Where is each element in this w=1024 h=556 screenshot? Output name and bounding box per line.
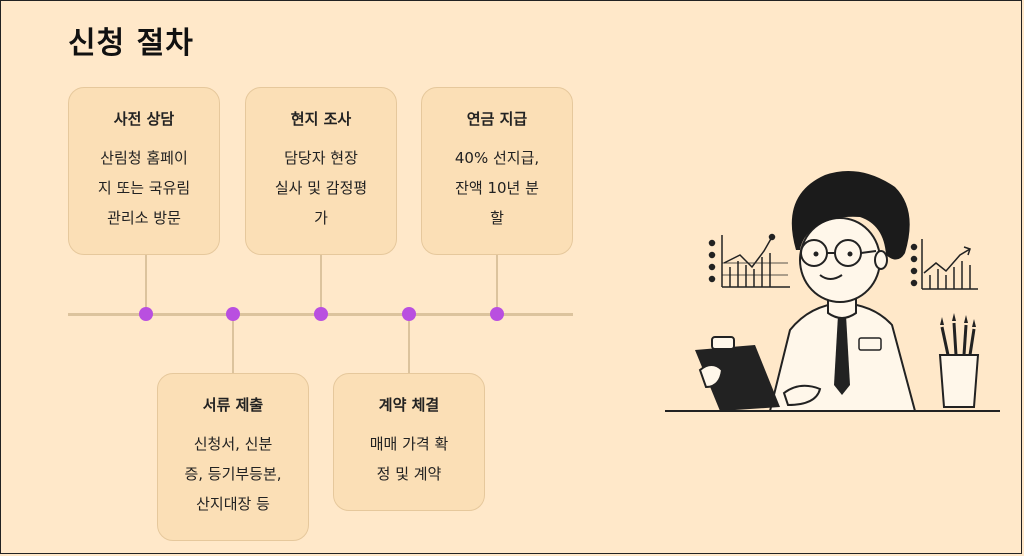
chart-icon-left — [708, 233, 790, 288]
chart-icon-right — [910, 239, 978, 290]
step-description-line: 산림청 홈페이 — [100, 149, 188, 167]
step-card-3: 현지 조사 담당자 현장 실사 및 감정평 가 — [245, 87, 397, 255]
timeline-dot-1 — [139, 307, 153, 321]
man-with-clipboard-illustration — [665, 171, 1000, 412]
step-card-4: 계약 체결 매매 가격 확 정 및 계약 — [333, 373, 485, 511]
step-title: 사전 상담 — [113, 110, 175, 128]
step-title: 계약 체결 — [378, 396, 440, 414]
step-description: 40% 선지급, 잔액 10년 분 할 — [432, 143, 562, 233]
step-description-line: 담당자 현장 — [284, 149, 358, 167]
step-description-line: 증, 등기부등본, — [184, 465, 282, 483]
timeline-dot-4 — [402, 307, 416, 321]
connector-3 — [320, 255, 322, 315]
timeline-dot-2 — [226, 307, 240, 321]
step-description-line: 산지대장 등 — [196, 495, 270, 513]
step-description-line: 40% 선지급, — [454, 149, 540, 167]
step-description: 산림청 홈페이 지 또는 국유림 관리소 방문 — [79, 143, 209, 233]
step-description-line: 실사 및 감정평 — [274, 179, 368, 197]
step-description-line: 정 및 계약 — [376, 465, 442, 483]
step-description-line: 지 또는 국유림 — [97, 179, 191, 197]
step-title: 연금 지급 — [466, 110, 528, 128]
timeline-dot-5 — [490, 307, 504, 321]
eye-left — [813, 251, 819, 257]
smile — [819, 274, 843, 280]
ear — [874, 250, 888, 270]
connector-2 — [232, 315, 234, 373]
connector-1 — [145, 255, 147, 315]
step-description-line: 매매 가격 확 — [369, 435, 449, 453]
step-description: 매매 가격 확 정 및 계약 — [344, 429, 474, 489]
step-title: 서류 제출 — [202, 396, 264, 414]
step-description-line: 가 — [314, 209, 328, 227]
connector-4 — [408, 315, 410, 373]
hair — [791, 171, 910, 260]
step-description-line: 할 — [490, 209, 504, 227]
page-title: 신청 절차 — [68, 26, 194, 61]
step-description: 담당자 현장 실사 및 감정평 가 — [256, 143, 386, 233]
shirt-pocket — [858, 337, 882, 351]
head — [799, 217, 881, 303]
step-description-line: 관리소 방문 — [107, 209, 181, 227]
step-description-line: 신청서, 신분 — [193, 435, 273, 453]
step-card-1: 사전 상담 산림청 홈페이 지 또는 국유림 관리소 방문 — [68, 87, 220, 255]
clipboard-icon — [695, 336, 780, 411]
connector-5 — [496, 255, 498, 315]
step-card-5: 연금 지급 40% 선지급, 잔액 10년 분 할 — [421, 87, 573, 255]
tie — [834, 315, 850, 395]
step-description: 신청서, 신분 증, 등기부등본, 산지대장 등 — [168, 429, 298, 519]
eye-right — [847, 251, 853, 257]
timeline-dot-3 — [314, 307, 328, 321]
pencil-cup-icon — [938, 313, 980, 408]
step-card-2: 서류 제출 신청서, 신분 증, 등기부등본, 산지대장 등 — [157, 373, 309, 541]
hand-left — [698, 364, 724, 389]
step-title: 현지 조사 — [290, 110, 352, 128]
hand-right — [782, 384, 822, 407]
glasses — [800, 239, 877, 267]
step-description-line: 잔액 10년 분 — [455, 179, 539, 197]
